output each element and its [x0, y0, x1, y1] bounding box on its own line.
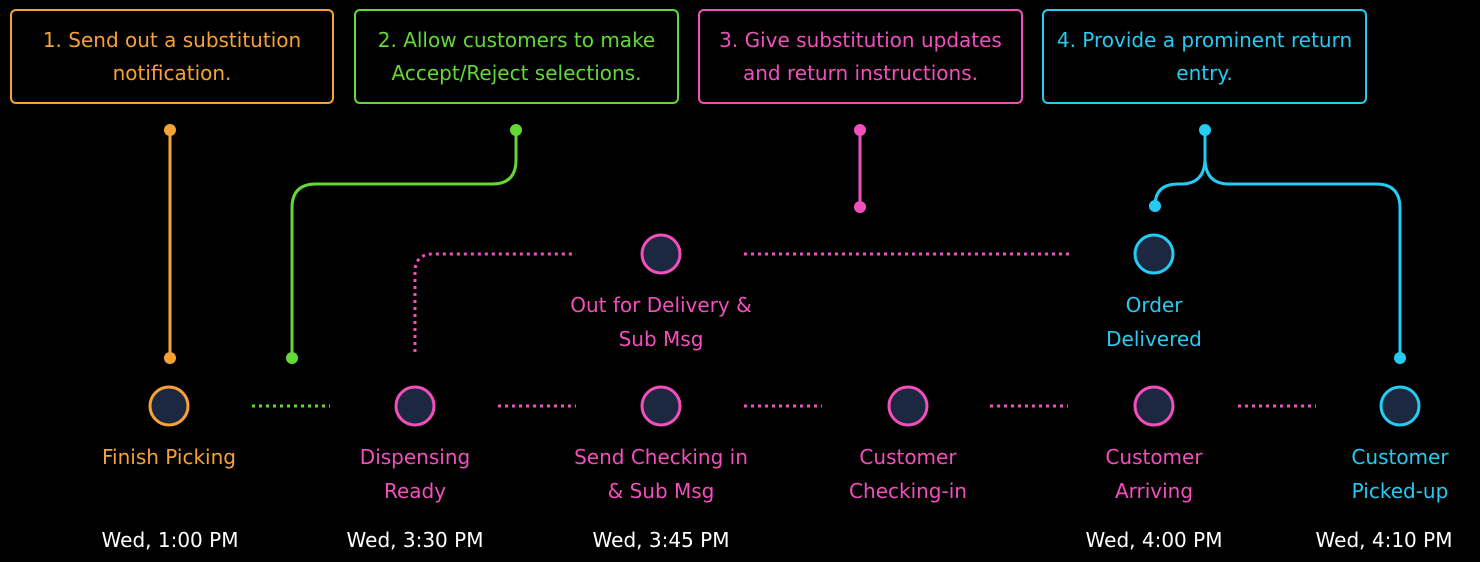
connector-step-4 [1153, 130, 1207, 207]
time-customer-picked-up: Wed, 4:10 PM [1315, 528, 1453, 552]
node-customer-checking-in [887, 385, 929, 427]
callout-step-1-text: 1. Send out a substitution notification. [42, 27, 302, 85]
label-customer-checking-in: Customer Checking-in [849, 445, 967, 503]
time-finish-picking: Wed, 1:00 PM [101, 528, 239, 552]
time-send-checking-in: Wed, 3:45 PM [592, 528, 730, 552]
node-order-delivered [1133, 233, 1175, 275]
callout-step-3-text: 3. Give substitution updates and return … [719, 27, 1002, 85]
node-out-for-delivery [640, 233, 682, 275]
label-customer-arriving: Customer Arriving [1105, 445, 1203, 503]
label-order-delivered: Order Delivered [1106, 293, 1202, 351]
connector-dot [1149, 200, 1161, 212]
connector-dot [510, 124, 522, 136]
connector-dot [1394, 352, 1406, 364]
callout-step-2: 2. Allow customers to make Accept/Reject… [354, 9, 679, 104]
connector-dot [164, 352, 176, 364]
label-out-for-delivery: Out for Delivery & Sub Msg [570, 293, 752, 351]
connector-dot [854, 124, 866, 136]
callout-step-4: 4. Provide a prominent return entry. [1042, 9, 1367, 104]
label-send-checking-in: Send Checking in & Sub Msg [574, 445, 748, 503]
connector-dot [286, 352, 298, 364]
callout-step-1: 1. Send out a substitution notification. [10, 9, 334, 104]
connector-dot [1199, 124, 1211, 136]
time-customer-arriving: Wed, 4:00 PM [1085, 528, 1223, 552]
callout-step-4-text: 4. Provide a prominent return entry. [1056, 27, 1353, 85]
node-customer-arriving [1133, 385, 1175, 427]
node-customer-picked-up [1379, 385, 1421, 427]
connector-dot [854, 201, 866, 213]
callout-step-2-text: 2. Allow customers to make Accept/Reject… [377, 27, 656, 85]
connector-step-4-branch [1203, 157, 1402, 358]
node-dispensing-ready [394, 385, 436, 427]
connector-dot [164, 124, 176, 136]
node-finish-picking [148, 385, 190, 427]
label-finish-picking: Finish Picking [102, 445, 236, 469]
label-customer-picked-up: Customer Picked-up [1351, 445, 1449, 503]
time-dispensing-ready: Wed, 3:30 PM [346, 528, 484, 552]
node-send-checking-in [640, 385, 682, 427]
connector-step-2 [290, 130, 518, 358]
callout-step-3: 3. Give substitution updates and return … [698, 9, 1023, 104]
label-dispensing-ready: Dispensing Ready [359, 445, 471, 503]
